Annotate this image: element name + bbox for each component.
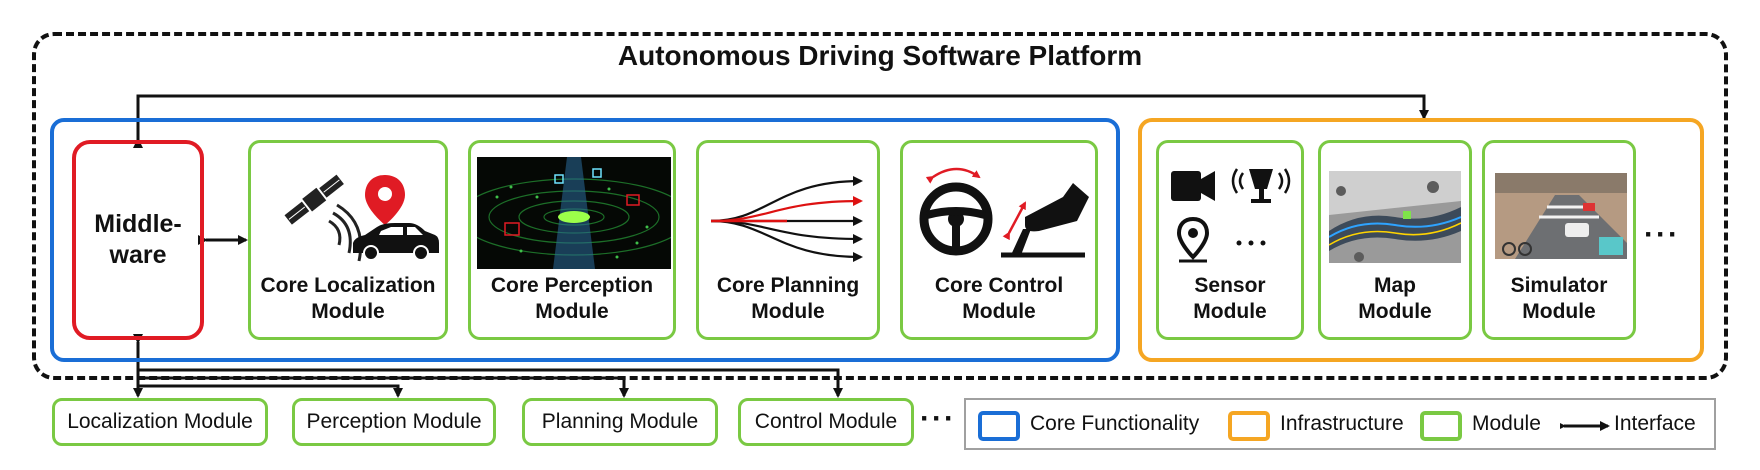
simulator-module: Simulator Module (1482, 140, 1636, 340)
steering-wheel-icon (919, 167, 993, 256)
bottom-bus-line-3 (138, 384, 403, 398)
legend-module-swatch (1420, 411, 1462, 441)
map-module: Map Module (1318, 140, 1472, 340)
middleware-box: Middle- ware (72, 140, 204, 340)
signal-waves-icon (328, 219, 342, 246)
sensor-module: Sensor Module (1156, 140, 1304, 340)
core-localization-module: Core Localization Module (248, 140, 448, 340)
trajectory-paths-icon (710, 176, 863, 262)
core-localization-label-line2: Module (311, 299, 385, 323)
core-planning-label-line1: Core Planning (716, 273, 860, 297)
diagram-title: Autonomous Driving Software Platform (617, 40, 1143, 71)
legend-module-label: Module (1472, 412, 1541, 435)
legend-infra-label: Infrastructure (1280, 412, 1404, 435)
control-module: Control Module (738, 398, 914, 446)
core-localization-label-line1: Core Localization (260, 273, 436, 297)
simulator-label-line1: Simulator (1510, 273, 1608, 297)
camera-icon (1171, 171, 1215, 201)
core-functionality-box (50, 118, 1120, 362)
simulator-label-line2: Module (1522, 299, 1596, 323)
core-perception-label-line2: Module (535, 299, 609, 323)
lidar-point-cloud-image (477, 157, 671, 269)
core-planning-label-line2: Module (751, 299, 825, 323)
bottom-bus-line-1 (138, 368, 843, 398)
legend-infra-swatch (1228, 411, 1270, 441)
core-control-module: Core Control Module (900, 140, 1098, 340)
perception-module: Perception Module (292, 398, 496, 446)
simulator-scene-image (1495, 173, 1627, 259)
satellite-icon (284, 174, 363, 262)
location-pin-icon (1176, 216, 1210, 263)
planning-module: Planning Module (522, 398, 718, 446)
map-label-line2: Module (1358, 299, 1432, 323)
core-perception-label-line1: Core Perception (490, 273, 654, 297)
core-control-label-line2: Module (962, 299, 1036, 323)
platform-boundary (32, 32, 1728, 380)
sensor-label-line2: Module (1193, 299, 1267, 323)
legend-core-swatch (978, 411, 1020, 441)
legend-interface-label: Interface (1614, 412, 1696, 435)
core-planning-module: Core Planning Module (696, 140, 880, 340)
location-pin-icon (365, 175, 405, 225)
radar-icon (1231, 168, 1291, 203)
map-label-line1: Map (1374, 273, 1416, 297)
infrastructure-box (1138, 118, 1704, 362)
pedal-foot-icon (1001, 183, 1089, 258)
bottom-more-ellipsis: ··· (920, 402, 956, 435)
legend-core-label: Core Functionality (1030, 412, 1200, 435)
infra-more-ellipsis: ··· (1644, 218, 1680, 251)
car-icon (353, 223, 439, 261)
middleware-label-line1: Middle- (94, 209, 182, 238)
legend-interface-arrow-icon (1560, 421, 1610, 431)
middleware-label-line2: ware (109, 241, 167, 269)
map-3d-image (1329, 171, 1461, 263)
localization-module: Localization Module (52, 398, 268, 446)
core-perception-module: Core Perception Module (468, 140, 676, 340)
sensor-label-line1: Sensor (1194, 273, 1266, 297)
core-control-label-line1: Core Control (934, 273, 1064, 297)
legend: Core Functionality Infrastructure Module… (964, 398, 1716, 450)
